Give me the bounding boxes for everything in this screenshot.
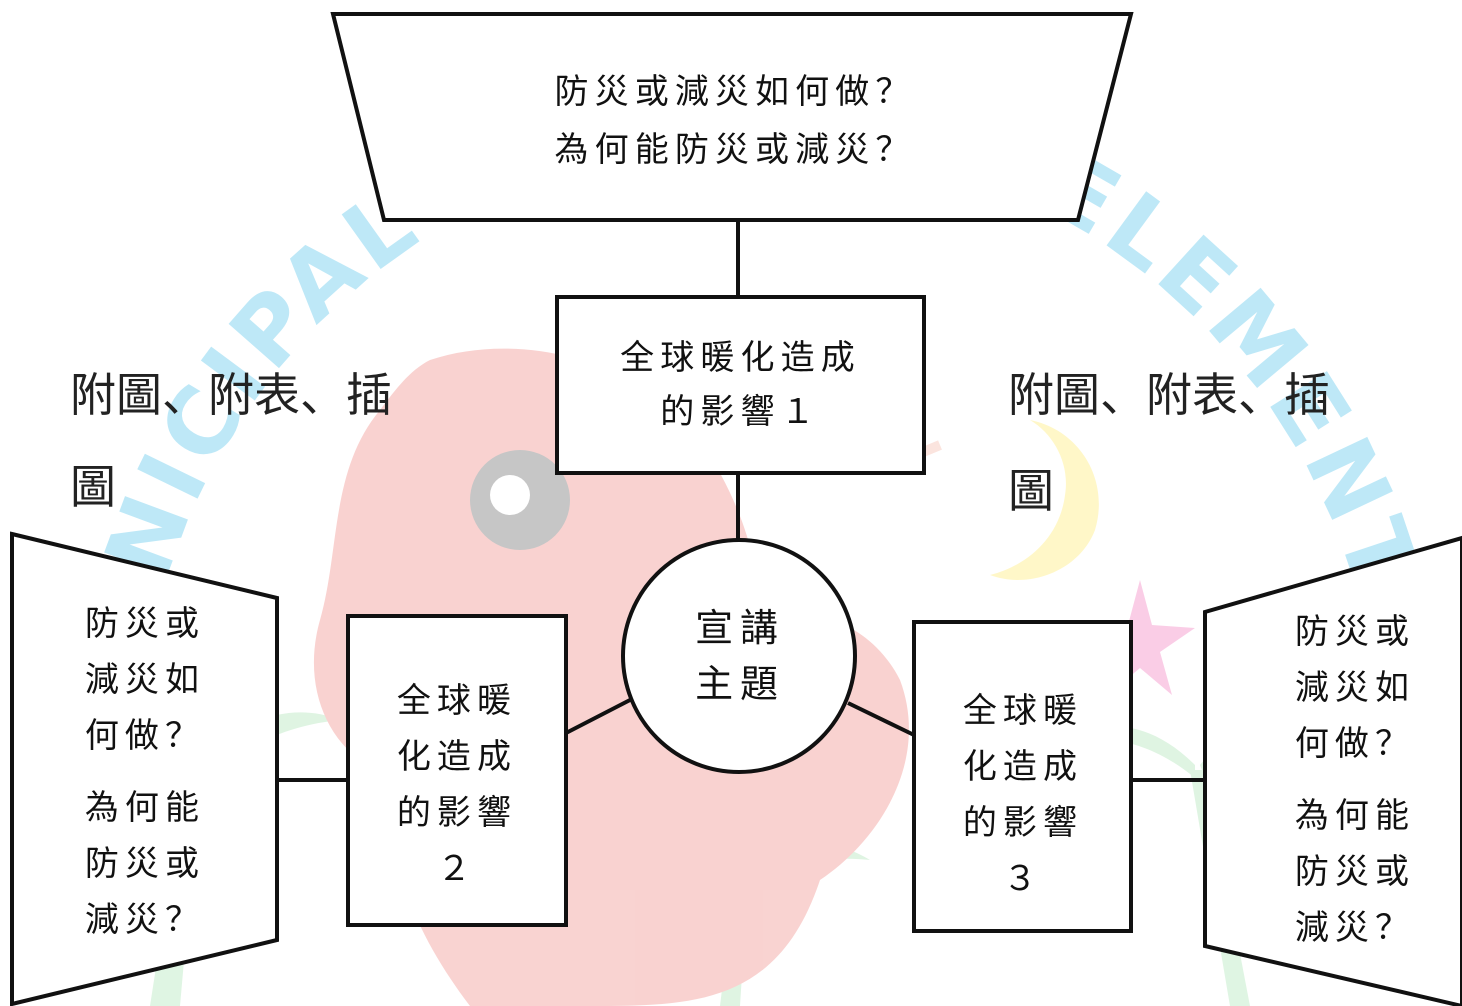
center-circle-text: 宣講 主題 [660,600,820,712]
left-box-line-4: 為何能 [84,788,206,828]
left-box-line-3: 何做？ [84,716,206,756]
palm-tree-center-icon [610,844,870,1006]
left-box-line-6: 減災？ [84,900,206,940]
right-box-line-1: 防災或 [1294,612,1416,652]
top-box-line-2: 為何能防災或減災？ [554,130,916,170]
right-caption-line-1: 附圖、附表、插 [1008,368,1330,422]
left-box-line-5: 防災或 [84,844,206,884]
effect-3-line-1: 全球暖 [962,691,1084,731]
effect-1-text: 全球暖化造成 的影響１ [557,335,924,435]
effect-3-text: 全球暖 化造成 的影響 ３ [918,682,1128,908]
center-line-2: 主題 [695,662,785,706]
moon-icon [990,420,1099,580]
left-box-text: 防災或 減災如 何做？ 為何能 防災或 減災？ [70,596,220,958]
effect-3-box [912,620,1133,933]
effect-3-line-3: 的影響 [962,803,1084,843]
right-box-line-2: 減災如 [1294,668,1416,708]
effect-3-line-4: ３ [1002,859,1044,899]
effect-2-line-4: ２ [436,849,478,889]
effect-3-line-2: 化造成 [962,747,1084,787]
effect-1-box [555,295,926,475]
effect-1-line-1: 全球暖化造成 [620,338,861,378]
effect-2-line-3: 的影響 [396,793,518,833]
connector-circle-effect3 [847,701,915,737]
connector-circle-effect2 [565,698,631,735]
right-box-text: 防災或 減災如 何做？ 為何能 防災或 減災？ [1280,604,1430,966]
effect-2-line-2: 化造成 [396,737,518,777]
right-box-line-3: 何做？ [1294,724,1416,764]
left-caption-line-1: 附圖、附表、插 [70,368,392,422]
right-trapezoid [1203,535,1462,1006]
effect-2-box [346,614,568,927]
star-icon [1085,580,1195,695]
left-trapezoid [10,531,279,1006]
left-box-line-1: 防災或 [84,604,206,644]
right-box-line-6: 減災？ [1294,908,1416,948]
effect-1-line-2: 的影響１ [660,392,821,432]
left-box-line-2: 減災如 [84,660,206,700]
mascot-eye-icon [470,450,570,550]
top-trapezoid [330,12,1134,222]
top-box-text: 防災或減災如何做？ 為何能防災或減災？ [400,62,1070,180]
center-circle [621,538,857,774]
effect-2-text: 全球暖 化造成 的影響 ２ [352,672,562,898]
right-box-line-4: 為何能 [1294,796,1416,836]
center-line-1: 宣講 [695,606,785,650]
left-caption-line-2: 圖 [70,460,116,514]
right-caption-line-2: 圖 [1008,464,1054,518]
effect-2-line-1: 全球暖 [396,681,518,721]
top-box-line-1: 防災或減災如何做？ [554,72,916,112]
right-box-line-5: 防災或 [1294,852,1416,892]
